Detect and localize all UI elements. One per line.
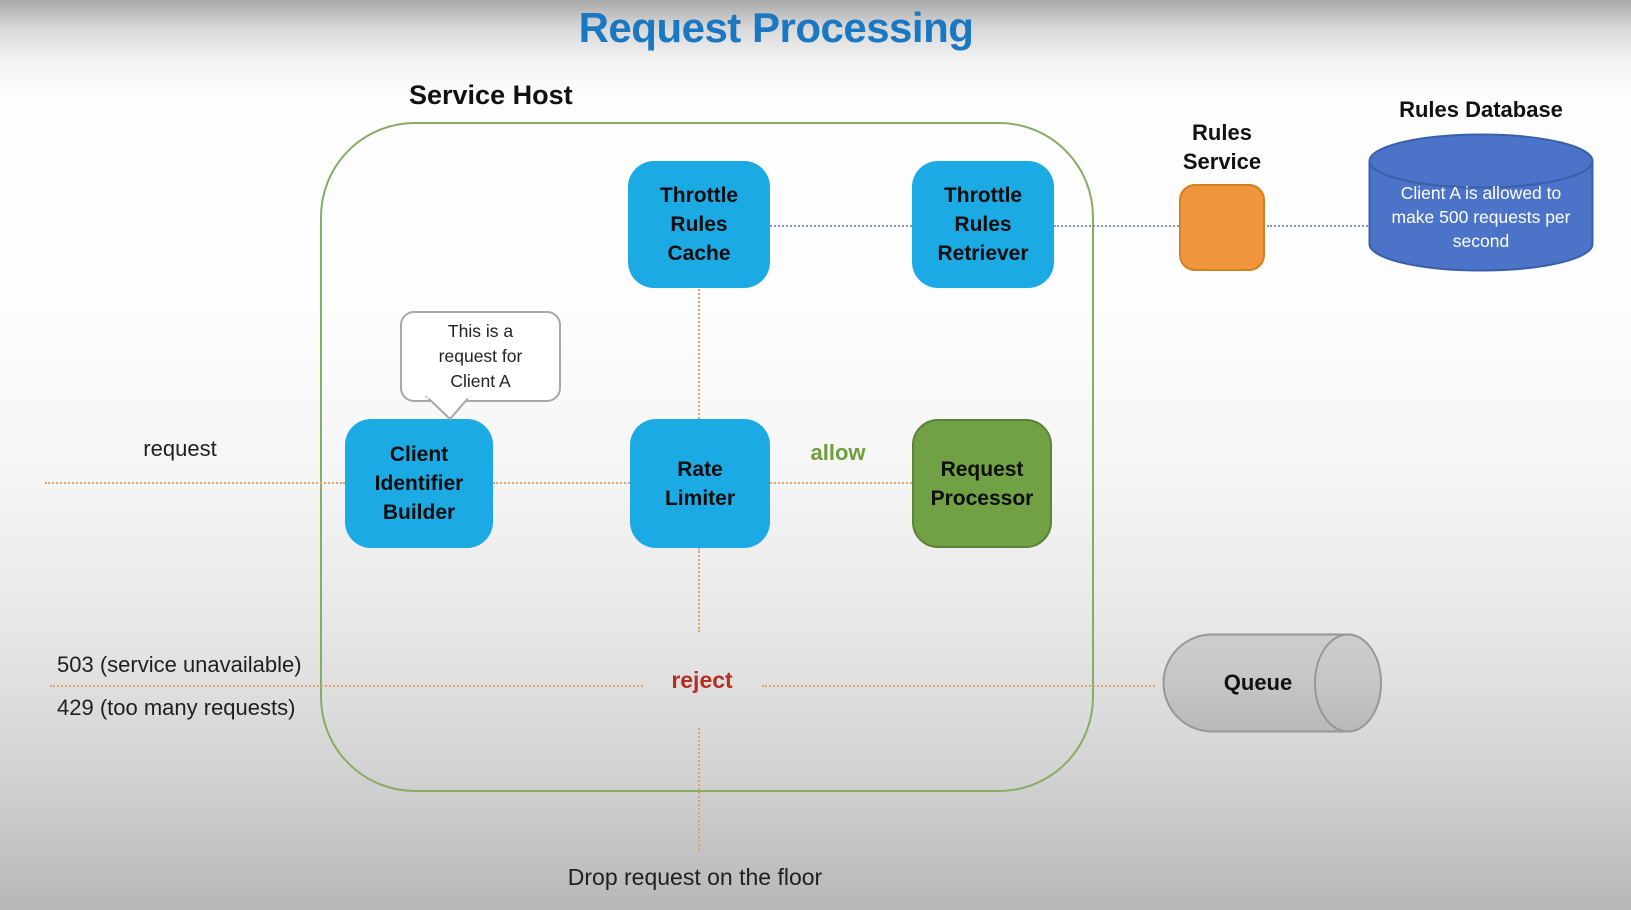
database-rule-text: Client A is allowed to make 500 requests… [1391,183,1571,251]
queue-label: Queue [1223,670,1293,695]
connector-reject-drop [698,728,700,850]
node-client-identifier-builder: Client Identifier Builder [345,419,493,548]
database-cylinder-icon [1368,133,1594,272]
connector-retriever-rules-service [1054,225,1179,227]
node-label-line: Builder [382,501,456,524]
node-label-line: Limiter [664,486,735,510]
status-429-label: 429 (too many requests) [57,695,296,720]
connector-reject-queue [762,685,1155,687]
page-title: Request Processing [578,4,974,51]
node-label-line: Rate [677,457,723,481]
node-label-line: Cache [667,242,731,265]
node-label-line: Throttle [943,184,1023,207]
drop-request-label: Drop request on the floor [567,864,823,890]
rules-service-label: Rules Service [1182,120,1262,174]
node-label-line: Processor [930,486,1034,510]
status-503-label: 503 (service unavailable) [57,652,302,677]
connector-builder-ratelimiter [493,482,630,484]
service-host-boundary [320,122,1094,792]
connector-request-in [45,482,345,484]
node-rules-service [1179,184,1265,271]
connector-ratelimiter-reject [698,548,700,632]
queue-cylinder-icon [1162,633,1382,733]
node-label-line: Request [940,457,1024,481]
connector-reject-left [50,685,643,687]
node-rate-limiter: Rate Limiter [630,419,770,548]
node-throttle-rules-retriever: Throttle Rules Retriever [912,161,1054,288]
service-host-label: Service Host [409,80,573,110]
connector-allow [770,482,912,484]
node-throttle-rules-cache: Throttle Rules Cache [628,161,770,288]
node-label-line: Throttle [659,184,739,207]
speech-bubble: This is a request for Client A [400,311,561,402]
node-label-line: Rules [670,213,728,236]
connector-cache-retriever [770,225,912,227]
connector-cache-ratelimiter [698,286,700,419]
allow-label: allow [810,440,866,465]
node-label-line: Rules [954,213,1012,236]
reject-label: reject [671,667,733,693]
speech-bubble-tail-icon [425,396,471,421]
request-label: request [143,436,217,461]
node-label-line: Client [389,443,449,466]
node-request-processor: Request Processor [912,419,1052,548]
rules-database-label: Rules Database [1399,97,1563,122]
node-label-line: Identifier [374,472,464,495]
connector-rules-service-database [1267,225,1368,227]
node-label-line: Retriever [937,242,1029,265]
